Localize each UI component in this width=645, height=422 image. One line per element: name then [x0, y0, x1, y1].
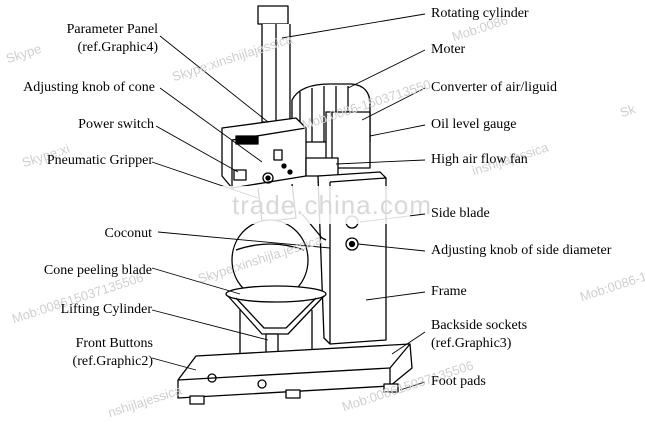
- rotating-cylinder-shape: [257, 5, 291, 123]
- label-parameter-panel: Parameter Panel: [66, 22, 158, 37]
- label-foot-pads: Foot pads: [431, 374, 486, 389]
- head-box-shape: [221, 117, 307, 189]
- label-lifting-cylinder: Lifting Cylinder: [60, 302, 152, 317]
- label-frame: Frame: [431, 284, 467, 299]
- label-side-blade: Side blade: [431, 206, 490, 221]
- label-rotating-cylinder: Rotating cylinder: [431, 6, 529, 21]
- brand-watermark-band: [160, 186, 410, 224]
- converter-shape: [325, 111, 371, 169]
- fan-shape: [305, 157, 339, 177]
- label-front-buttons-ref: (ref.Graphic2): [72, 354, 153, 369]
- label-parameter-panel-ref: (ref.Graphic4): [77, 40, 158, 55]
- label-adjusting-knob-side: Adjusting knob of side diameter: [431, 243, 612, 258]
- label-coconut: Coconut: [104, 226, 152, 241]
- label-cone-peeling-blade: Cone peeling blade: [43, 263, 152, 278]
- coconut-shape: [231, 219, 309, 301]
- label-backside-sockets: Backside sockets: [431, 318, 528, 333]
- label-moter: Moter: [431, 42, 466, 57]
- label-high-air-flow-fan: High air flow fan: [431, 152, 528, 167]
- brand-watermark: trade.china.com: [232, 190, 432, 220]
- label-power-switch: Power switch: [78, 117, 154, 132]
- label-converter: Converter of air/liguid: [431, 80, 557, 95]
- cone-blade-shape: [225, 285, 327, 335]
- label-adjusting-knob-cone: Adjusting knob of cone: [23, 80, 155, 95]
- label-front-buttons: Front Buttons: [75, 336, 153, 351]
- label-oil-level-gauge: Oil level gauge: [431, 117, 517, 132]
- base-shape: [177, 343, 413, 405]
- label-pneumatic-gripper: Pneumatic Gripper: [46, 153, 153, 168]
- label-backside-sockets-ref: (ref.Graphic3): [431, 336, 512, 351]
